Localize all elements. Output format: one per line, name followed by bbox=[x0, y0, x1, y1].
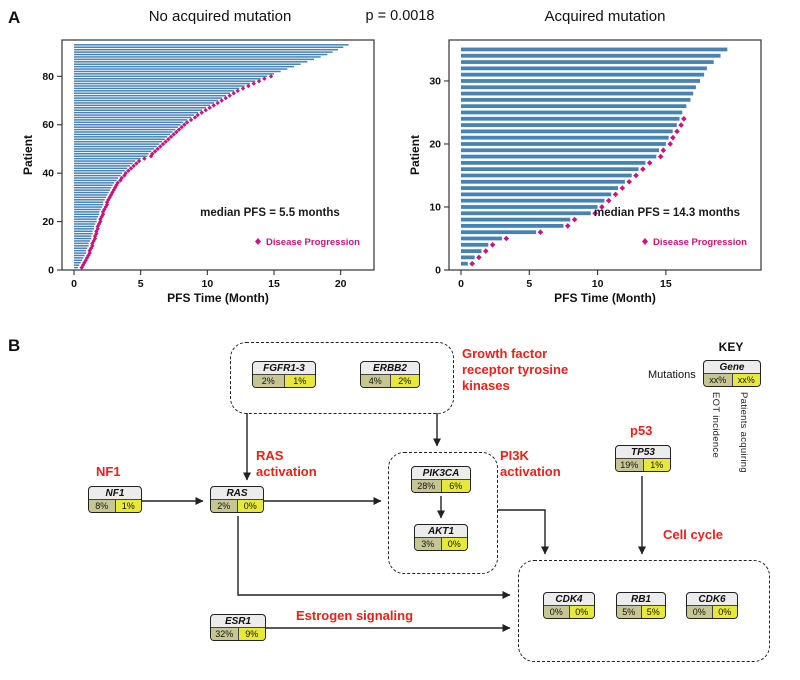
gene-box-pik3ca: PIK3CA 28% 6% bbox=[411, 466, 471, 493]
eot-incidence-cell: 28% bbox=[412, 480, 442, 492]
svg-text:0: 0 bbox=[435, 265, 441, 277]
gene-name: RB1 bbox=[630, 594, 651, 605]
eot-incidence-cell: 3% bbox=[415, 538, 442, 550]
key-acq-cell: xx% bbox=[732, 374, 760, 386]
svg-text:0: 0 bbox=[458, 278, 464, 290]
patients-acquiring-cell: 6% bbox=[441, 480, 470, 492]
gene-name: ERBB2 bbox=[373, 363, 407, 374]
svg-text:80: 80 bbox=[42, 71, 54, 83]
eot-incidence-cell: 32% bbox=[211, 628, 239, 640]
ras-activation-label: RAS activation bbox=[256, 448, 317, 479]
svg-text:15: 15 bbox=[660, 278, 672, 290]
gene-box-rb1: RB1 5% 5% bbox=[616, 592, 666, 619]
eot-incidence-cell: 19% bbox=[616, 459, 644, 471]
svg-text:median PFS = 14.3 months: median PFS = 14.3 months bbox=[594, 207, 740, 219]
patients-acquiring-cell: 9% bbox=[238, 628, 265, 640]
eot-incidence-cell: 2% bbox=[211, 500, 238, 512]
gene-name: TP53 bbox=[631, 447, 655, 458]
gene-name: CDK6 bbox=[698, 594, 726, 605]
gene-name: ESR1 bbox=[224, 616, 252, 627]
patients-acquiring-axis-label: Patients acquiring bbox=[738, 392, 749, 473]
svg-text:20: 20 bbox=[335, 278, 347, 290]
eot-incidence-axis-label: EOT incidence bbox=[710, 392, 721, 459]
estrogen-signaling-label: Estrogen signaling bbox=[296, 608, 414, 623]
patients-acquiring-cell: 0% bbox=[712, 606, 737, 618]
svg-text:PFS Time (Month): PFS Time (Month) bbox=[554, 291, 656, 305]
cell-cycle-label: Cell cycle bbox=[663, 527, 723, 542]
patients-acquiring-cell: 1% bbox=[643, 459, 670, 471]
key-gene-name: Gene bbox=[719, 362, 745, 373]
gene-box-erbb2: ERBB2 4% 2% bbox=[360, 361, 420, 388]
patients-acquiring-cell: 5% bbox=[641, 606, 665, 618]
svg-text:PFS Time (Month): PFS Time (Month) bbox=[167, 291, 269, 305]
eot-incidence-cell: 8% bbox=[89, 500, 116, 512]
svg-text:Patient: Patient bbox=[21, 135, 35, 175]
patients-acquiring-cell: 0% bbox=[237, 500, 263, 512]
p-value: p = 0.0018 bbox=[365, 8, 435, 24]
nf1-red-label: NF1 bbox=[96, 464, 121, 479]
svg-text:Disease Progression: Disease Progression bbox=[266, 237, 360, 248]
svg-text:20: 20 bbox=[429, 138, 441, 150]
eot-incidence-cell: 4% bbox=[361, 375, 391, 387]
pi3k-activation-label: PI3K activation bbox=[500, 448, 561, 479]
patients-acquiring-cell: 1% bbox=[284, 375, 315, 387]
svg-text:10: 10 bbox=[201, 278, 213, 290]
svg-text:median PFS = 5.5 months: median PFS = 5.5 months bbox=[200, 207, 340, 219]
gene-name: CDK4 bbox=[555, 594, 583, 605]
patients-acquiring-cell: 0% bbox=[441, 538, 467, 550]
p53-label: p53 bbox=[630, 423, 653, 438]
svg-text:15: 15 bbox=[268, 278, 280, 290]
panel-b-label: B bbox=[8, 336, 21, 355]
eot-incidence-cell: 5% bbox=[617, 606, 642, 618]
eot-incidence-cell: 2% bbox=[253, 375, 285, 387]
patients-acquiring-cell: 0% bbox=[569, 606, 594, 618]
arrow-pi3k-to-cellcycle bbox=[497, 509, 549, 555]
key-gene-box: Gene xx% xx% bbox=[703, 360, 761, 387]
gene-name: AKT1 bbox=[427, 526, 455, 537]
eot-incidence-cell: 0% bbox=[544, 606, 570, 618]
svg-text:40: 40 bbox=[42, 168, 54, 180]
svg-text:60: 60 bbox=[42, 119, 54, 131]
svg-text:0: 0 bbox=[48, 265, 54, 277]
growth-factor-group-box bbox=[230, 342, 454, 414]
gene-box-ras: RAS 2% 0% bbox=[210, 486, 264, 513]
svg-text:5: 5 bbox=[138, 278, 144, 290]
gene-name: PIK3CA bbox=[422, 468, 460, 479]
pi3k-group-box bbox=[388, 452, 498, 574]
svg-text:Patient: Patient bbox=[408, 135, 422, 175]
svg-text:0: 0 bbox=[71, 278, 77, 290]
gene-name: RAS bbox=[226, 488, 248, 499]
svg-text:10: 10 bbox=[592, 278, 604, 290]
panel-a-label: A bbox=[8, 8, 21, 27]
gene-name: NF1 bbox=[105, 488, 125, 499]
gene-box-akt1: AKT1 3% 0% bbox=[414, 524, 468, 551]
svg-text:20: 20 bbox=[42, 216, 54, 228]
chart-title-acquired: Acquired mutation bbox=[544, 8, 666, 25]
growth-factor-label: Growth factor receptor tyrosine kinases bbox=[462, 346, 569, 393]
key-eot-cell: xx% bbox=[704, 374, 733, 386]
svg-text:5: 5 bbox=[526, 278, 532, 290]
eot-incidence-cell: 0% bbox=[687, 606, 713, 618]
cell-cycle-group-box bbox=[518, 560, 770, 662]
gene-box-tp53: TP53 19% 1% bbox=[615, 445, 671, 472]
gene-box-cdk4: CDK4 0% 0% bbox=[543, 592, 595, 619]
mutations-label: Mutations bbox=[648, 369, 696, 381]
key-title: KEY bbox=[718, 340, 744, 354]
patients-acquiring-cell: 2% bbox=[390, 375, 419, 387]
gene-box-nf1: NF1 8% 1% bbox=[88, 486, 142, 513]
patients-acquiring-cell: 1% bbox=[115, 500, 141, 512]
gene-box-cdk6: CDK6 0% 0% bbox=[686, 592, 738, 619]
gene-box-esr1: ESR1 32% 9% bbox=[210, 614, 266, 641]
svg-text:10: 10 bbox=[429, 201, 441, 213]
svg-text:30: 30 bbox=[429, 75, 441, 87]
chart-title-no-mutation: No acquired mutation bbox=[148, 8, 292, 25]
svg-text:Disease Progression: Disease Progression bbox=[653, 237, 747, 248]
gene-name: FGFR1-3 bbox=[263, 363, 305, 374]
gene-box-fgfr1-3: FGFR1-3 2% 1% bbox=[252, 361, 316, 388]
